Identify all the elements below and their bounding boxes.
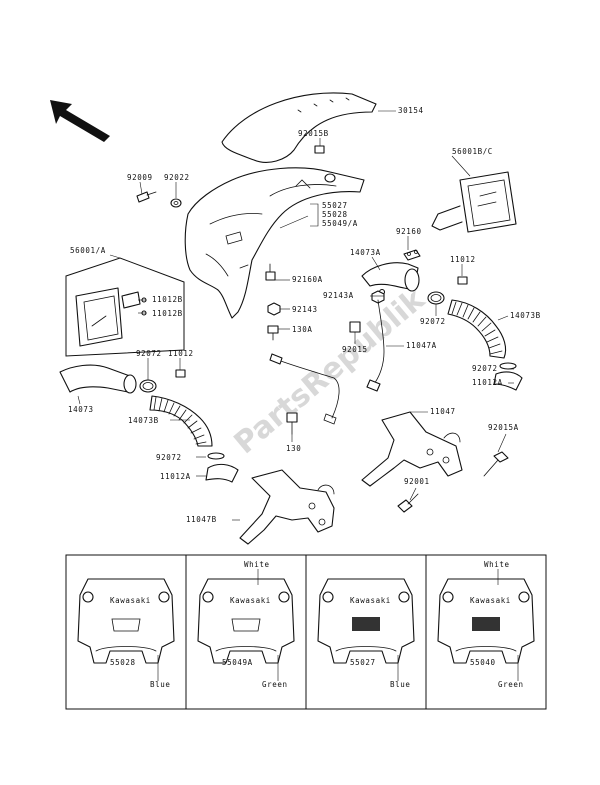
bolt-130a <box>267 325 279 341</box>
duct-14073a <box>361 262 420 296</box>
ring-92072-bottom <box>207 452 225 460</box>
screw-92001 <box>397 493 419 513</box>
callout-56001a: 56001/A <box>70 246 106 255</box>
callout-92022: 92022 <box>164 173 190 182</box>
callout-11012b-2: 11012B <box>152 309 183 318</box>
bolt-92015a <box>483 451 509 477</box>
variant-4-part: 55040 <box>470 658 496 667</box>
mirror-right <box>431 171 517 233</box>
callout-130a: 130A <box>292 325 312 334</box>
duct-14073 <box>59 364 137 394</box>
ring-92072-right-lower <box>499 362 517 370</box>
callouts: 30154 92015B 56001B/C 92009 92022 55027 … <box>68 106 541 524</box>
pad-11012-top <box>457 276 468 285</box>
callout-11047: 11047 <box>430 407 456 416</box>
variant-1-brand: Kawasaki <box>110 596 151 605</box>
clamp-92072-right <box>427 291 445 305</box>
callout-130: 130 <box>286 444 301 453</box>
variants-panel: Kawasaki 55028 Blue Kawasaki White 55049… <box>65 554 547 710</box>
hose-14073b-left <box>149 395 213 447</box>
callout-11012b-1: 11012B <box>152 295 183 304</box>
variant-1-part: 55028 <box>110 658 136 667</box>
callout-55028: 55028 <box>322 210 348 219</box>
variant-4: Kawasaki White 55040 Green <box>437 560 535 689</box>
washer-92022 <box>170 198 182 208</box>
callout-92160: 92160 <box>396 227 422 236</box>
callout-92015: 92015 <box>342 345 368 354</box>
callout-92015a: 92015A <box>488 423 519 432</box>
nut-92160a <box>265 263 276 281</box>
callout-56001bc: 56001B/C <box>452 147 493 156</box>
mirror-left-box <box>65 257 185 357</box>
callout-14073b-left: 14073B <box>128 416 159 425</box>
stay-11047b <box>239 469 335 545</box>
screw-92009 <box>136 191 157 203</box>
callout-55027: 55027 <box>322 201 348 210</box>
variant-3-note-1: Blue <box>390 680 410 689</box>
hose-14073b-right <box>447 299 507 359</box>
variant-2-note-1: White <box>244 560 270 569</box>
variant-2-part: 55049A <box>222 658 253 667</box>
grommet-92015b <box>314 145 325 154</box>
callout-92001: 92001 <box>404 477 430 486</box>
callout-30154: 30154 <box>398 106 424 115</box>
callout-92009: 92009 <box>127 173 153 182</box>
variant-1: Kawasaki 55028 Blue <box>77 578 175 689</box>
callout-92143a: 92143A <box>323 291 354 300</box>
grommet-92015 <box>349 321 361 333</box>
callout-92072-bottom: 92072 <box>156 453 182 462</box>
variant-3: Kawasaki 55027 Blue <box>317 578 415 689</box>
callout-92072-left: 92072 <box>136 349 162 358</box>
callout-14073: 14073 <box>68 405 94 414</box>
variant-3-brand: Kawasaki <box>350 596 391 605</box>
front-direction-arrow <box>50 100 110 142</box>
callout-14073b-right: 14073B <box>510 311 541 320</box>
variant-2: Kawasaki White 55049A Green <box>197 560 295 689</box>
callout-92072-right2: 92072 <box>472 364 498 373</box>
callout-14073a: 14073A <box>350 248 381 257</box>
harness-11047a <box>269 299 385 425</box>
nut-92143a <box>371 290 385 304</box>
callout-11012a-left: 11012A <box>160 472 191 481</box>
variant-4-note-1: White <box>484 560 510 569</box>
callout-11047b: 11047B <box>186 515 217 524</box>
fairing-inner-panel <box>184 167 365 319</box>
duct-end-11012a-left <box>205 463 239 483</box>
callout-92143: 92143 <box>292 305 318 314</box>
variant-4-brand: Kawasaki <box>470 596 511 605</box>
bolt-130 <box>286 412 298 435</box>
variant-2-note-2: Green <box>262 680 288 689</box>
upper-cowl <box>221 92 377 163</box>
callout-11012-left: 11012 <box>168 349 194 358</box>
variant-2-brand: Kawasaki <box>230 596 271 605</box>
pad-11012-left <box>175 369 186 378</box>
nut-92143 <box>267 302 281 316</box>
clamp-92072-left <box>139 379 157 393</box>
callout-92015b: 92015B <box>298 129 329 138</box>
callout-92160a: 92160A <box>292 275 323 284</box>
clamp-92160 <box>403 249 421 261</box>
callout-92072-right1: 92072 <box>420 317 446 326</box>
variant-4-note-2: Green <box>498 680 524 689</box>
duct-end-11012a-right <box>493 371 523 391</box>
variant-1-note-1: Blue <box>150 680 170 689</box>
callout-11047a: 11047A <box>406 341 437 350</box>
variant-3-part: 55027 <box>350 658 376 667</box>
callout-11012a-right: 11012A <box>472 378 503 387</box>
stay-11047 <box>361 411 463 487</box>
callout-55049a: 55049/A <box>322 219 358 228</box>
leader-lines <box>77 110 514 521</box>
callout-11012-top: 11012 <box>450 255 476 264</box>
